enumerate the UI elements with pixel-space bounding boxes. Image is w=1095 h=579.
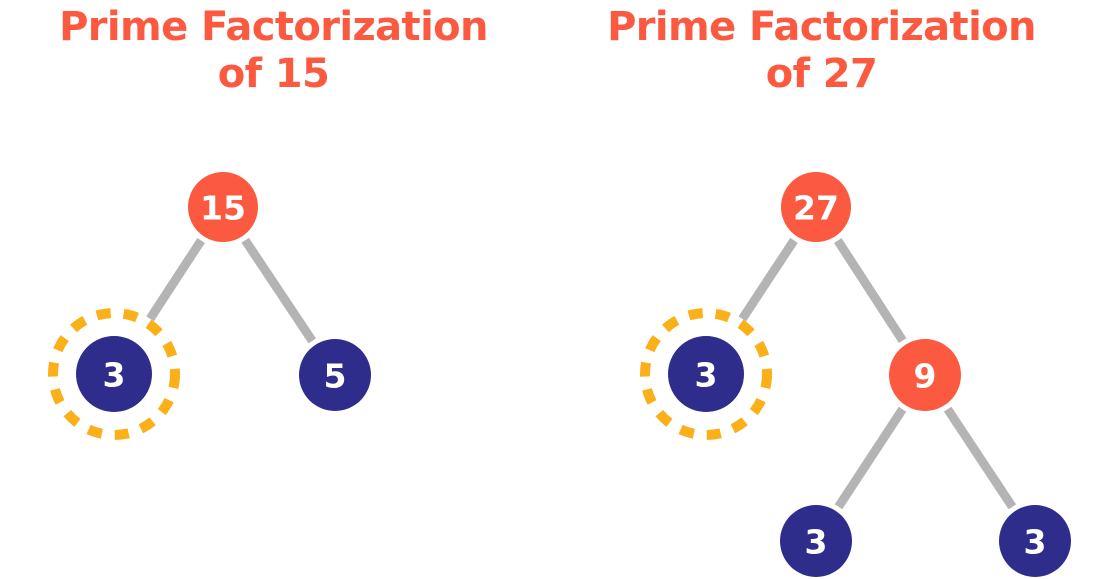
- tree-edge: [738, 237, 798, 322]
- tree-node-27[interactable]: 27: [781, 172, 851, 242]
- node-circle[interactable]: [668, 336, 744, 412]
- tree-node-3[interactable]: 3: [640, 308, 772, 440]
- node-label: 3: [103, 356, 126, 395]
- page-title-left: Prime Factorization of 15: [59, 4, 488, 97]
- node-circle[interactable]: [889, 339, 961, 411]
- node-circle[interactable]: [780, 505, 852, 577]
- node-label: 3: [1024, 523, 1047, 562]
- tree-edge: [834, 406, 907, 510]
- node-label: 27: [793, 189, 839, 228]
- tree-edge: [146, 238, 205, 322]
- node-circle[interactable]: [781, 172, 851, 242]
- node-label: 9: [914, 357, 937, 396]
- node-circle[interactable]: [76, 336, 152, 412]
- node-circle[interactable]: [999, 505, 1071, 577]
- tree-node-3[interactable]: 3: [999, 505, 1071, 577]
- highlight-ring-icon: [640, 308, 772, 440]
- factorization-panel-27: Prime Factorization of 27 27 3 9 3 3: [548, 0, 1095, 579]
- tree-edge: [833, 238, 907, 344]
- node-label: 3: [805, 523, 828, 562]
- highlight-ring-icon: [48, 308, 180, 440]
- node-label: 3: [695, 356, 718, 395]
- tree-node-3[interactable]: 3: [780, 505, 852, 577]
- factor-tree-27: 27 3 9 3 3: [640, 172, 1071, 577]
- node-label: 15: [200, 189, 246, 228]
- node-label: 5: [324, 357, 347, 396]
- page-title-right: Prime Factorization of 27: [607, 4, 1036, 97]
- node-circle[interactable]: [299, 339, 371, 411]
- tree-edge: [241, 237, 317, 344]
- node-circle[interactable]: [188, 172, 258, 242]
- tree-edge: [943, 406, 1017, 510]
- tree-node-9[interactable]: 9: [889, 339, 961, 411]
- tree-node-5[interactable]: 5: [299, 339, 371, 411]
- tree-node-3[interactable]: 3: [48, 308, 180, 440]
- tree-node-15[interactable]: 15: [188, 172, 258, 242]
